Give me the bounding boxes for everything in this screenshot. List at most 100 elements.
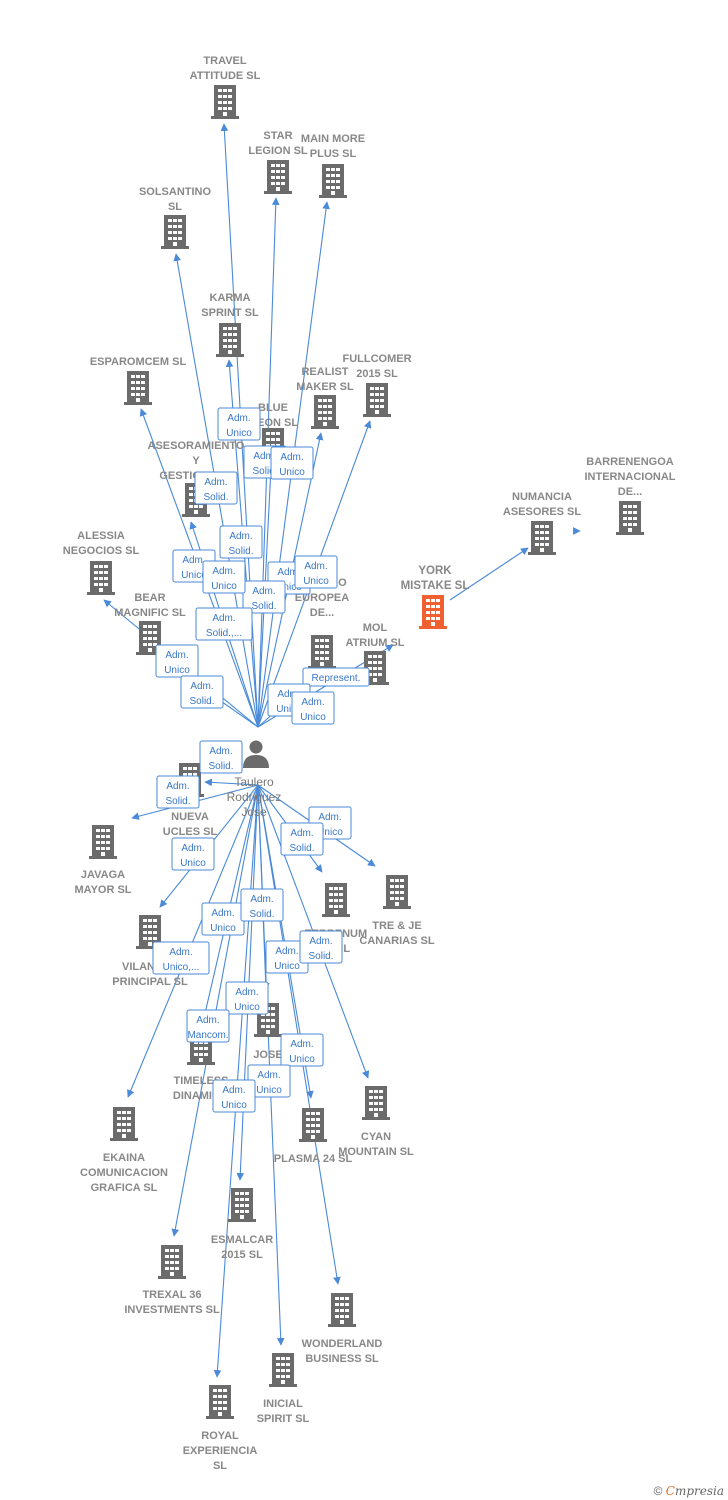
company-label-line: COMUNICACION [80, 1167, 168, 1179]
edge-label[interactable]: Adm.Solid. [280, 822, 324, 856]
edge-label[interactable]: Adm.Solid. [194, 471, 238, 505]
edge-label[interactable]: Adm.Unico [294, 555, 338, 589]
edge-york-numancia [449, 547, 529, 601]
building-icon [206, 1385, 234, 1419]
edge-label[interactable]: Adm.Solid. [242, 580, 286, 614]
edge-label-line: Adm. [275, 946, 298, 957]
edge-label[interactable]: Adm.Solid. [240, 888, 284, 922]
edge-label[interactable]: Adm.Unico [225, 981, 269, 1015]
edge-label-line: Unico [276, 704, 302, 715]
company-label-line: YORK [418, 565, 452, 577]
edge-label-box [280, 822, 324, 856]
edge-label[interactable]: Adm.Unico [280, 1033, 324, 1067]
edge-label[interactable]: Adm. Unico [291, 691, 335, 725]
company-label-line: BARRENENGOA [586, 456, 673, 468]
edge-label-line: Adm. [169, 947, 192, 958]
edge-label-line: Solid. [249, 909, 274, 920]
edge-label-text: Adm.Solid. [252, 451, 277, 477]
edge-label-line: Adm. [301, 697, 324, 708]
edge-label-line: Unico,... [163, 962, 200, 973]
person-name-line: Taulero [234, 775, 274, 789]
company-label-line: SL [213, 1460, 227, 1472]
edge-label[interactable]: Adm.Solid. [180, 675, 224, 709]
edge-label-line: Adm. [280, 452, 303, 463]
edge-label[interactable]: Adm.Unico [171, 837, 215, 871]
brand-watermark: © Cmpresia [654, 1484, 724, 1498]
company-label-line: STAR [263, 130, 292, 142]
edge-label-text: Adm.Unico [274, 946, 300, 972]
edge-label[interactable]: Adm.Unico [247, 1064, 291, 1098]
edge-label[interactable]: Adm.Unico [155, 644, 199, 678]
edge-label-line: Adm. [204, 477, 227, 488]
edge-label[interactable]: Adm.Unico [212, 1079, 256, 1113]
edge-label[interactable]: Adm.Solid. [156, 775, 200, 809]
edge-label-box [199, 740, 243, 774]
company-label-line: MOL [363, 622, 388, 634]
edge-label[interactable]: Adm.Solid. [219, 525, 263, 559]
edge-label[interactable]: Adm.Solid. [299, 930, 343, 964]
company-label-line: MAGNIFIC SL [114, 607, 186, 619]
edge-label-text: Adm.Solid. [251, 586, 276, 612]
edge-label-box [152, 941, 210, 975]
company-label-line: EKAINA [103, 1152, 145, 1164]
edge-label-line: Adm. [165, 650, 188, 661]
edge-label-line: Adm. [166, 781, 189, 792]
edge-label-box [194, 471, 238, 505]
edge-label[interactable]: Adm.Solid. [199, 740, 243, 774]
edge-label-line: Adm. [253, 451, 276, 462]
company-node-esparomcem[interactable]: ESPAROMCEM SL [90, 356, 187, 405]
edge-label-line: Unico [226, 428, 252, 439]
company-label-line: DE... [310, 607, 334, 619]
edge-label-line: Unico [300, 712, 326, 723]
edge-label-text: Adm.Solid. [249, 894, 274, 920]
edge-label-line: Adm. [222, 1085, 245, 1096]
building-icon [363, 383, 391, 417]
company-node-blue[interactable]: BLUE...EON SL [248, 402, 298, 462]
edge-label-line: Adm. [211, 908, 234, 919]
edge-label-box [291, 691, 335, 725]
edge-label-box [225, 981, 269, 1015]
edge-label[interactable]: Adm.Solid.,... [195, 607, 253, 641]
company-label-line: MAKER SL [296, 381, 354, 393]
edge-label[interactable]: Adm.Unico [217, 407, 261, 441]
edge-label[interactable]: Adm.Unico [202, 560, 246, 594]
edge-label[interactable]: Adm.Mancom. [186, 1009, 230, 1043]
edge-label[interactable]: Adm. Unico,... [152, 941, 210, 975]
company-node-plasma[interactable]: PLASMA 24 SL [274, 1108, 353, 1165]
edge-label-line: Unico [279, 467, 305, 478]
edge-label[interactable]: Represent. [302, 667, 370, 687]
edge-label[interactable]: Adm.Unico [201, 902, 245, 936]
edge-label[interactable]: Adm. Unico [270, 446, 314, 480]
edge-label-text: Adm.Solid. [228, 531, 253, 557]
edge-label-box [280, 1033, 324, 1067]
